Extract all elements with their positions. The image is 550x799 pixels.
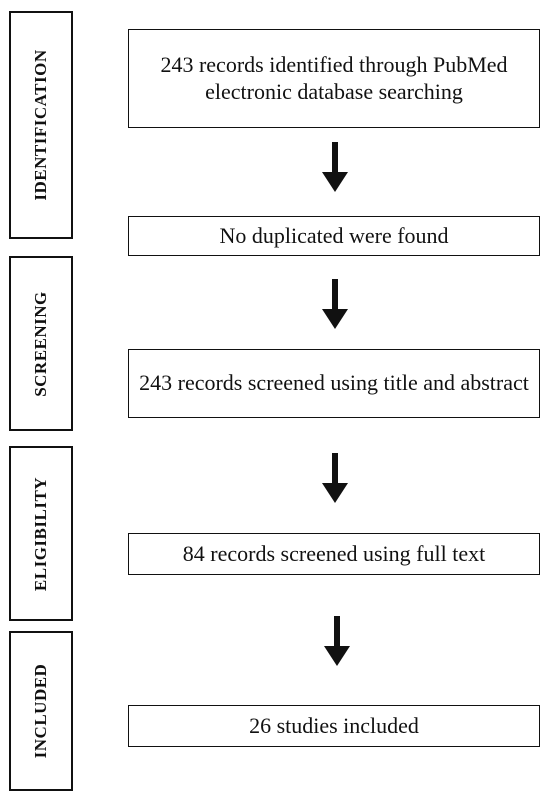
records-screened-full-box: 84 records screened using full text [128,533,540,575]
records-screened-title-text: 243 records screened using title and abs… [139,370,529,396]
stage-eligibility: ELIGIBILITY [9,446,73,621]
down-arrow-icon [322,453,348,503]
records-screened-full-text: 84 records screened using full text [182,540,486,566]
studies-included-box: 26 studies included [128,705,540,747]
stage-included: INCLUDED [9,631,73,791]
down-arrow-icon [322,279,348,329]
stage-label-identification: IDENTIFICATION [31,49,50,201]
stage-label-included: INCLUDED [31,663,50,759]
duplicates-text: No duplicated were found [219,222,449,248]
stage-screening: SCREENING [9,256,73,431]
stage-identification: IDENTIFICATION [9,11,73,239]
records-identified-text: 243 records identified through PubMed el… [160,52,508,104]
down-arrow-icon [324,616,350,666]
studies-included-text: 26 studies included [249,712,419,738]
down-arrow-icon [322,142,348,192]
records-identified-box: 243 records identified through PubMed el… [128,29,540,128]
records-screened-title-box: 243 records screened using title and abs… [128,349,540,418]
stage-label-screening: SCREENING [31,290,50,397]
stage-label-eligibility: ELIGIBILITY [31,476,50,591]
duplicates-box: No duplicated were found [128,216,540,256]
